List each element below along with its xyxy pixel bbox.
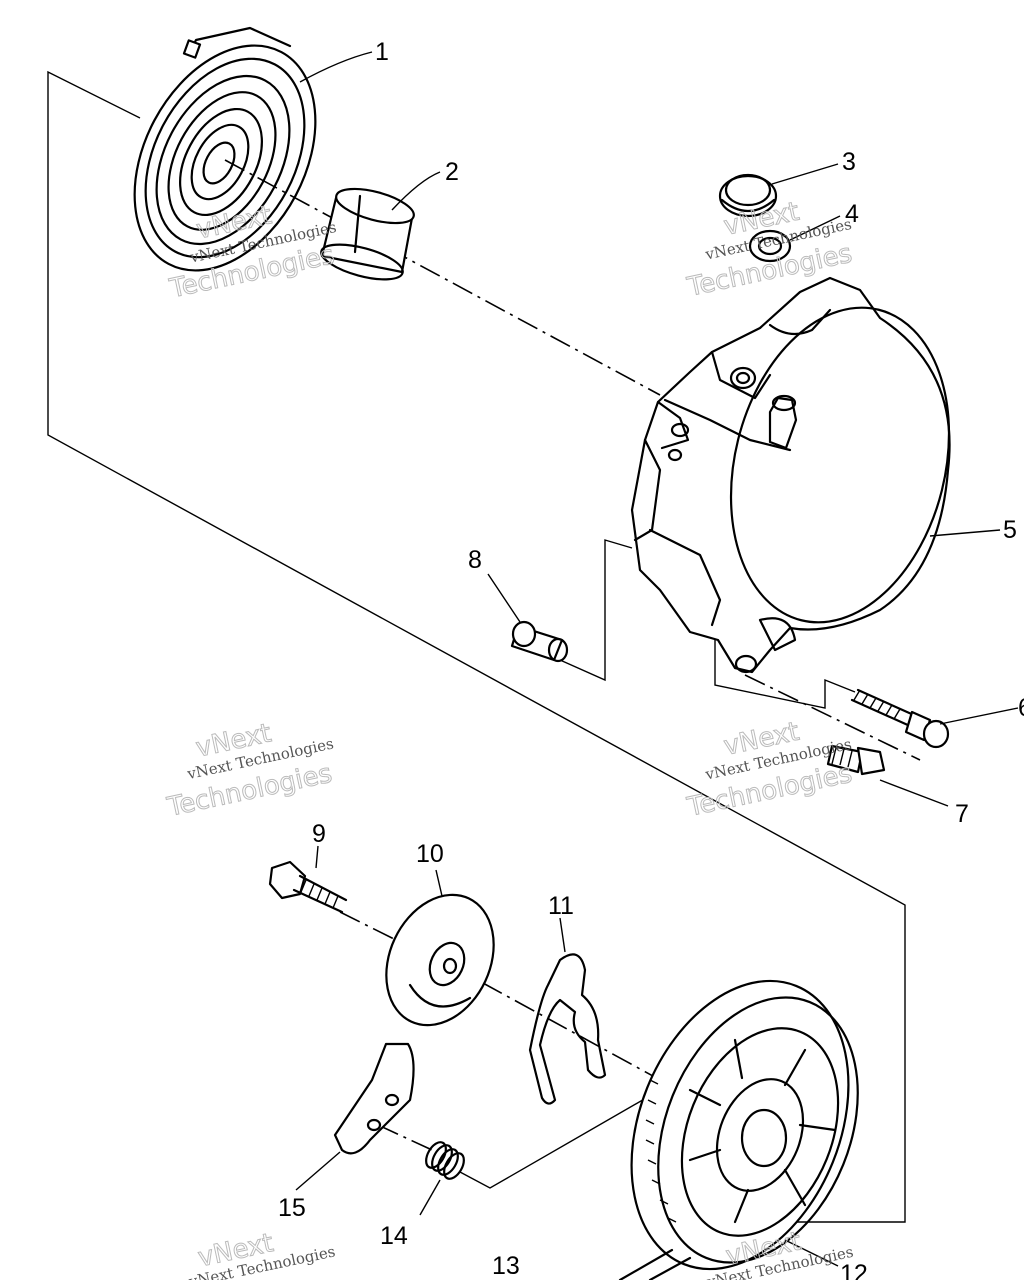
watermark-mid-left: vNext vNext Technologies Technologies — [164, 718, 336, 824]
callout-2: 2 — [445, 158, 459, 186]
plug-cap — [718, 173, 778, 218]
callout-4: 4 — [845, 200, 859, 228]
callout-12: 12 — [840, 1260, 868, 1280]
callout-labels: 1 2 3 4 5 6 7 8 9 10 11 12 13 14 15 — [278, 38, 1024, 1280]
wire-clip — [528, 953, 607, 1105]
friction-plate — [385, 893, 495, 1027]
watermark-mid-right: vNext vNext Technologies Technologies — [684, 716, 856, 823]
recoil-pulley — [618, 979, 859, 1280]
flange-bolt — [850, 688, 950, 749]
callout-14: 14 — [380, 1222, 408, 1250]
o-ring — [748, 229, 792, 263]
watermark-top-left: vNext vNext Technologies Technologies — [166, 200, 338, 305]
callout-8: 8 — [468, 546, 482, 574]
spacer — [510, 620, 569, 663]
small-bolt — [826, 744, 886, 776]
recoil-spring — [133, 26, 317, 272]
ratchet-pawl — [333, 1042, 415, 1155]
callout-10: 10 — [416, 840, 444, 868]
callout-5: 5 — [1003, 516, 1017, 544]
callout-15: 15 — [278, 1194, 306, 1222]
callout-6: 6 — [1018, 694, 1024, 722]
watermark-bottom-left: vNext vNext Technologies — [186, 1228, 336, 1280]
hex-bolt — [268, 860, 348, 914]
starter-housing — [630, 276, 951, 674]
callout-3: 3 — [842, 148, 856, 176]
callout-7: 7 — [955, 800, 969, 828]
coil-spring — [425, 1141, 465, 1180]
callout-leaders — [295, 51, 1019, 1267]
watermark-bottom-right: vNext vNext Technologies — [704, 1226, 854, 1280]
callout-13: 13 — [492, 1252, 520, 1280]
callout-11: 11 — [548, 892, 574, 920]
callout-9: 9 — [312, 820, 326, 848]
callout-1: 1 — [375, 38, 389, 66]
bushing-sleeve — [320, 187, 415, 281]
